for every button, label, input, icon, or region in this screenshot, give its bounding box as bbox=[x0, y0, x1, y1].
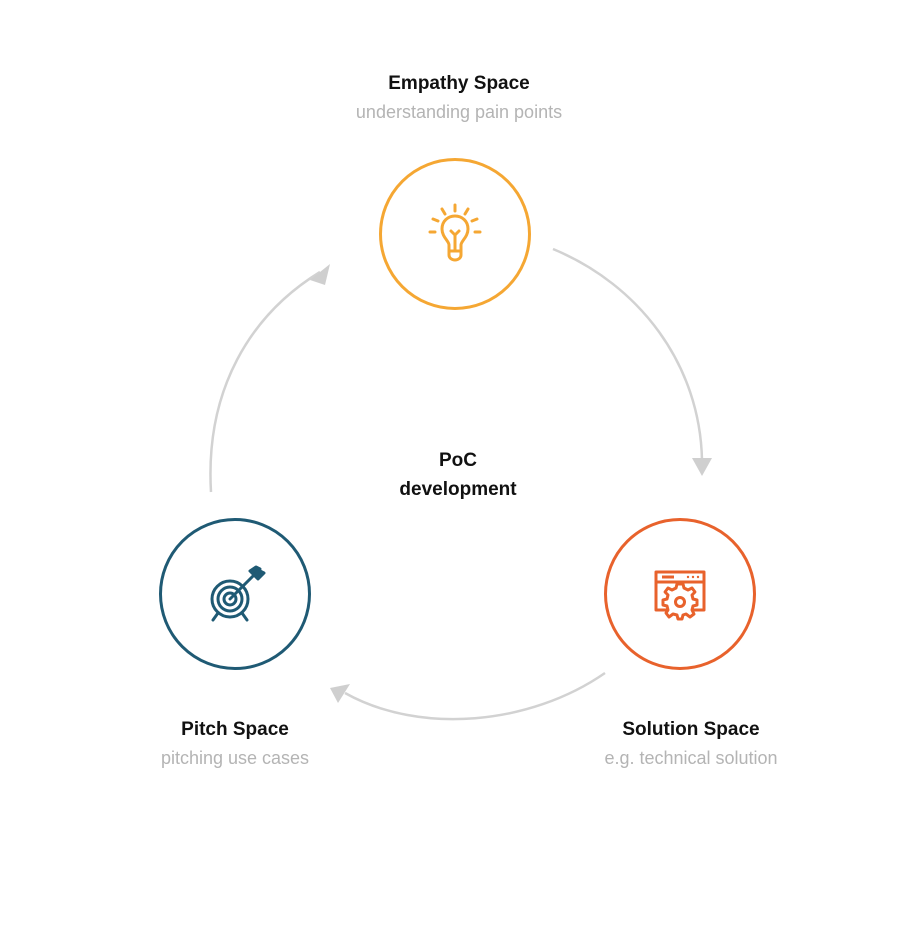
target-arrow-icon bbox=[210, 565, 266, 622]
empathy-space-title: Empathy Space bbox=[388, 73, 530, 94]
arrow-pitch-to-empathy bbox=[209, 270, 321, 493]
solution-space-subtitle: e.g. technical solution bbox=[604, 748, 778, 768]
center-label-line1: PoC bbox=[439, 450, 477, 471]
center-label: PoC development bbox=[358, 446, 558, 504]
pitch-space-node bbox=[159, 518, 311, 670]
arrow-solution-to-pitch bbox=[344, 671, 606, 721]
empathy-space-subtitle: understanding pain points bbox=[355, 102, 563, 122]
arrowhead-up-icon bbox=[310, 264, 330, 285]
solution-space-label: Solution Space e.g. technical solution bbox=[541, 716, 841, 772]
empathy-space-label: Empathy Space understanding pain points bbox=[309, 70, 609, 126]
browser-gear-icon bbox=[654, 570, 706, 621]
solution-space-node bbox=[604, 518, 756, 670]
lightbulb-icon bbox=[428, 203, 482, 262]
arrow-empathy-to-solution bbox=[552, 247, 704, 461]
empathy-space-node bbox=[379, 158, 531, 310]
solution-space-title: Solution Space bbox=[622, 719, 760, 740]
arrowhead-left-icon bbox=[330, 684, 350, 703]
pitch-space-label: Pitch Space pitching use cases bbox=[85, 716, 385, 772]
arrowhead-down-icon bbox=[692, 458, 712, 476]
pitch-space-subtitle: pitching use cases bbox=[160, 748, 310, 768]
pitch-space-title: Pitch Space bbox=[181, 719, 289, 740]
center-label-line2: development bbox=[399, 479, 517, 500]
